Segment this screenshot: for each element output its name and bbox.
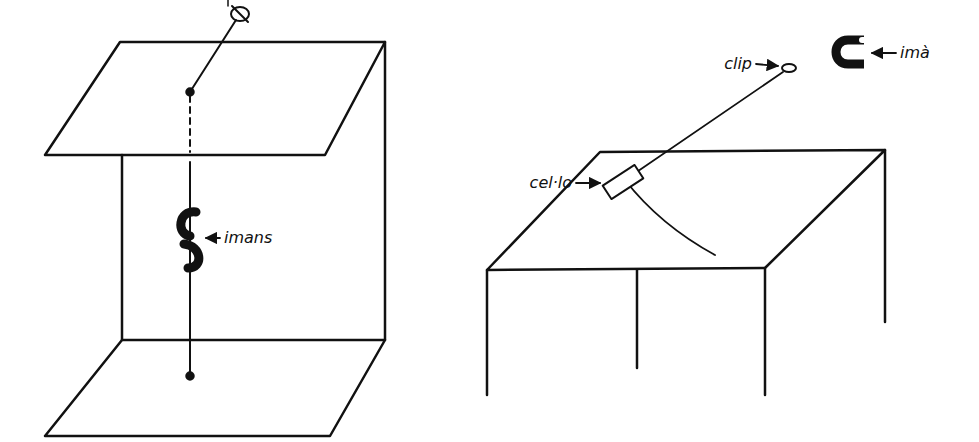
leader-arrow (756, 64, 778, 66)
hook-pin (227, 0, 229, 6)
leader-arrow (872, 52, 896, 54)
part-label: imans (224, 228, 272, 248)
table-top (487, 150, 885, 270)
hook-pin (232, 6, 248, 22)
thread-stick (190, 20, 236, 92)
part-label: imà (900, 43, 930, 63)
table-leg (486, 270, 489, 395)
table-leg (764, 268, 767, 395)
tape (603, 165, 644, 199)
clip (782, 64, 796, 72)
thread-hidden (189, 96, 191, 152)
hook-ring (231, 7, 249, 21)
table-leg (884, 150, 887, 322)
horseshoe-magnet (836, 40, 864, 64)
thread-end (187, 373, 194, 380)
magnet-pole (862, 37, 866, 43)
ring-magnet (184, 244, 199, 268)
leader-arrow (576, 182, 600, 184)
bottom-plate (45, 340, 385, 436)
ring-magnet (181, 212, 196, 236)
leader-arrow (206, 237, 220, 239)
part-label: cel·lo (530, 173, 572, 193)
thread-knot (187, 89, 194, 96)
thread (625, 72, 783, 255)
back-wall-edge (121, 155, 124, 340)
part-label: clip (724, 54, 752, 74)
top-plate (45, 42, 385, 155)
back-wall-edge (384, 42, 387, 340)
table-leg (636, 270, 639, 368)
